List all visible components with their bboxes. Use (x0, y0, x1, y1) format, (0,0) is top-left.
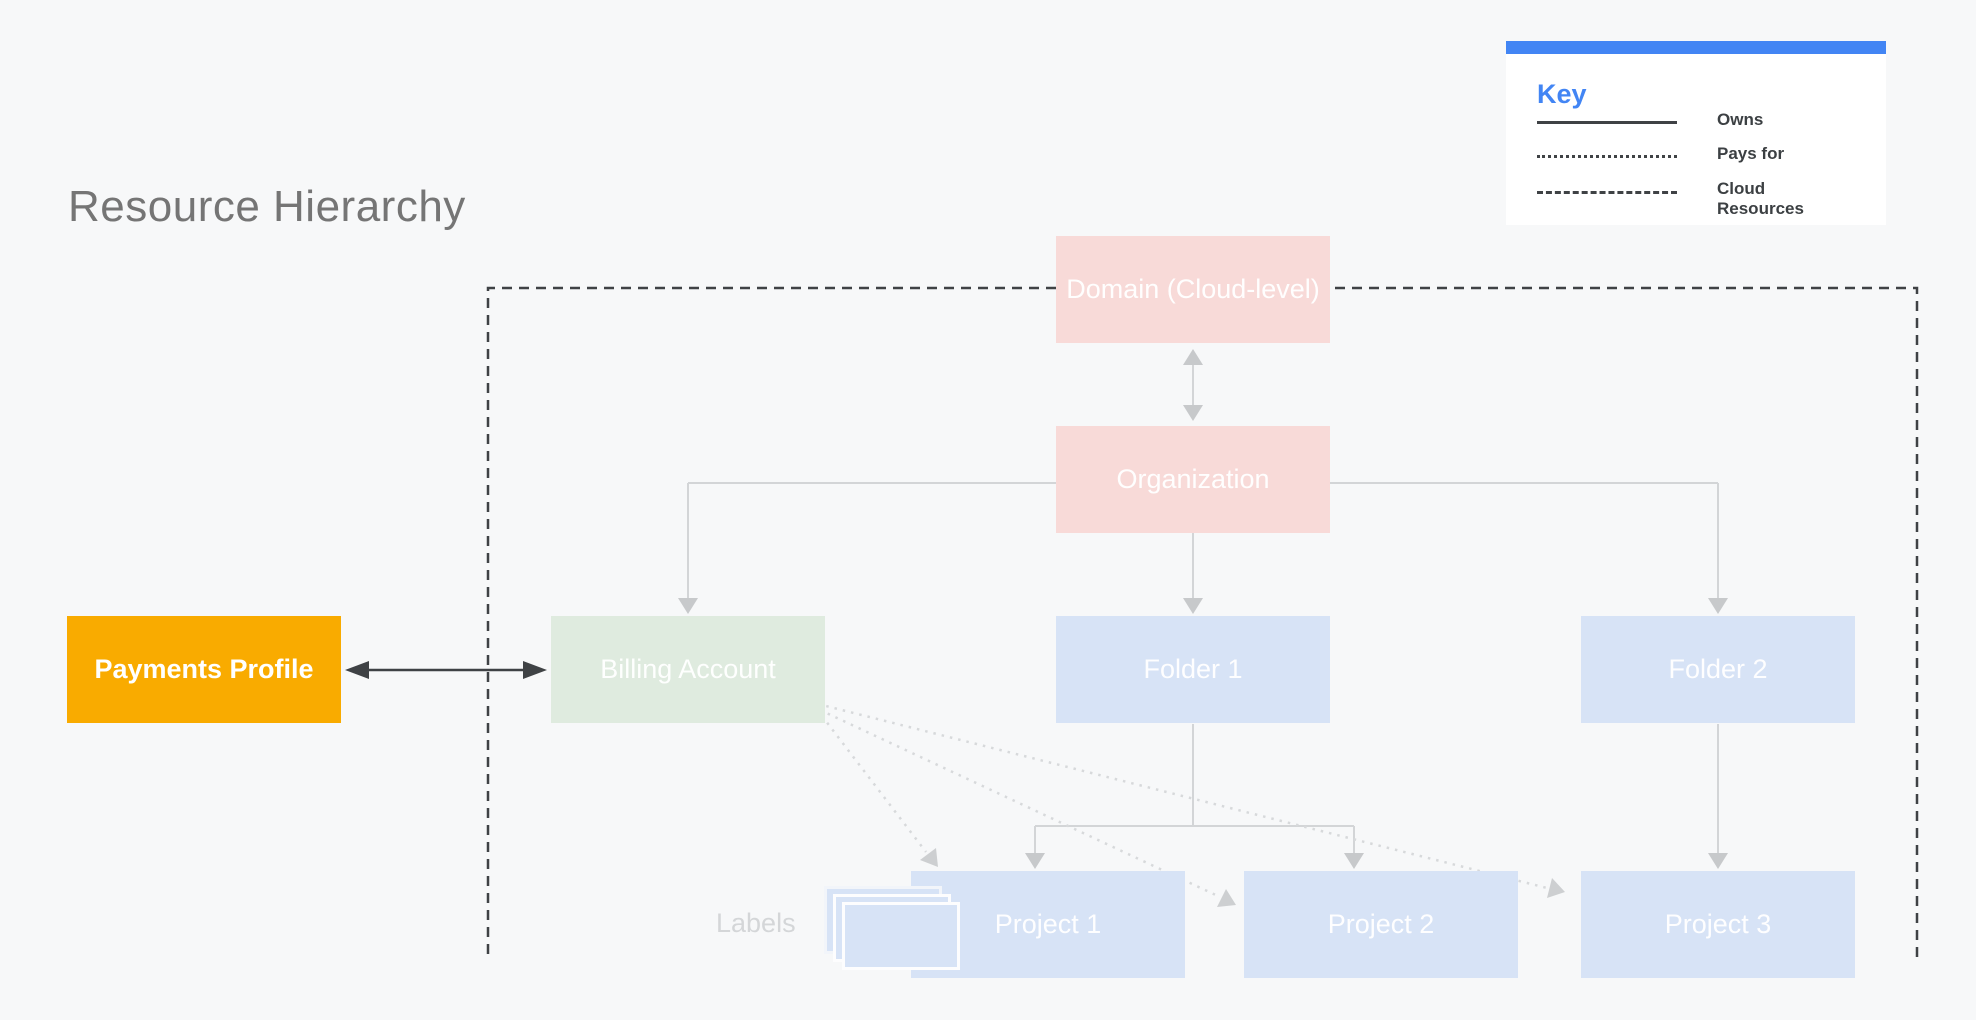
pays-for-arrows (817, 702, 1548, 899)
legend-owns-label: Owns (1717, 110, 1764, 129)
node-organization: Organization (1056, 426, 1330, 533)
legend-title: Key (1537, 79, 1587, 109)
pays-for-arrowheads (920, 848, 1565, 907)
legend-accent-bar (1506, 41, 1886, 54)
labels-stack-icon (824, 886, 964, 970)
legend-card: Key Owns Pays for Cloud Resources (1506, 41, 1886, 225)
legend-owns-line-sample (1537, 121, 1677, 124)
node-payments-profile: Payments Profile (67, 616, 341, 723)
node-billing-account: Billing Account (551, 616, 825, 723)
node-project-2: Project 2 (1244, 871, 1518, 978)
labels-caption: Labels (716, 908, 796, 938)
legend-pays-for-label: Pays for (1717, 144, 1785, 163)
label-card-front (842, 902, 960, 970)
node-domain: Domain (Cloud-level) (1056, 236, 1330, 343)
payments-billing-arrow (345, 661, 547, 679)
page-title: Resource Hierarchy (68, 182, 466, 231)
node-folder-2: Folder 2 (1581, 616, 1855, 723)
legend-cloud-resources-label: Cloud Resources (1717, 179, 1804, 219)
owns-arrowheads (678, 349, 1728, 869)
legend-pays-for-line-sample (1537, 155, 1677, 158)
legend-cloud-resources-line-sample (1537, 191, 1677, 194)
node-folder-1: Folder 1 (1056, 616, 1330, 723)
node-project-3: Project 3 (1581, 871, 1855, 978)
